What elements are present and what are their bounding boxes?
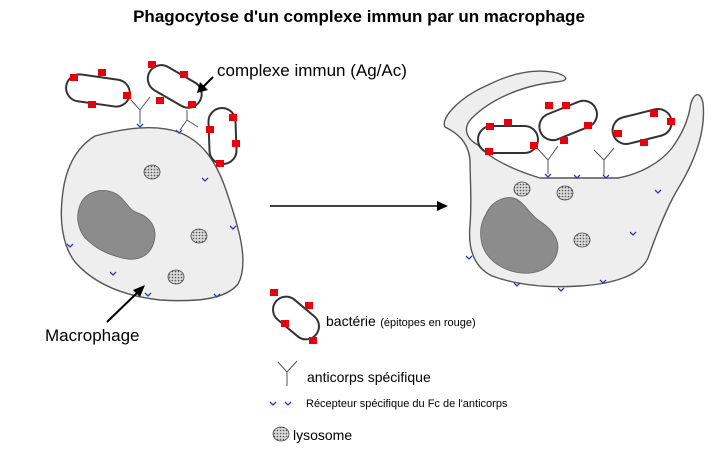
antibody-icon — [277, 360, 298, 386]
bacteria-right-1 — [477, 119, 539, 155]
lysosome-right-2 — [556, 185, 574, 201]
immune-complex-pointer-arrow — [197, 76, 214, 93]
bacteria-left-3 — [206, 107, 240, 167]
bacteria-left — [65, 61, 240, 167]
antibodies-right — [536, 145, 615, 175]
diagram-title: Phagocytose d'un complexe immun par un m… — [133, 7, 585, 26]
bacteria-right-2 — [538, 99, 598, 144]
legend-bacteria: bactérie (épitopes en rouge) — [326, 313, 476, 331]
legend-bacteria-note: (épitopes en rouge) — [380, 317, 476, 329]
legend-antibody-label: anticorps spécifique — [307, 369, 431, 385]
antibodies-left — [130, 96, 199, 131]
nucleus-right — [480, 197, 559, 274]
macrophage-label: Macrophage — [45, 326, 140, 345]
macrophage-membrane-left — [60, 126, 244, 302]
bacteria-right — [477, 99, 675, 155]
bacteria-right-3 — [611, 107, 675, 146]
legend-bacteria-label: bactérie — [326, 313, 376, 329]
lysosome-left-1 — [143, 164, 161, 180]
lysosome-right-1 — [513, 181, 531, 197]
process-arrow-icon — [270, 201, 448, 211]
receptor-icon — [269, 401, 292, 406]
immune-complex-label: complexe immun (Ag/Ac) — [217, 61, 407, 80]
fc-receptors-right — [465, 173, 662, 292]
lysosome-icon — [272, 426, 290, 442]
nucleus-left — [77, 190, 156, 260]
bacteria-left-1 — [65, 69, 131, 108]
legend-lysosome-label: lysosome — [293, 427, 353, 443]
lysosome-left-2 — [190, 228, 208, 244]
fc-receptors-left — [66, 123, 237, 298]
lysosome-right-3 — [573, 232, 591, 248]
bacteria-icon — [270, 289, 320, 344]
lysosome-left-3 — [167, 269, 185, 285]
legend-fc-receptor-label: Récepteur spécifique du Fc de l'anticorp… — [306, 398, 508, 410]
macrophage-pointer-arrow — [106, 285, 145, 323]
bacteria-left-2 — [146, 61, 203, 109]
